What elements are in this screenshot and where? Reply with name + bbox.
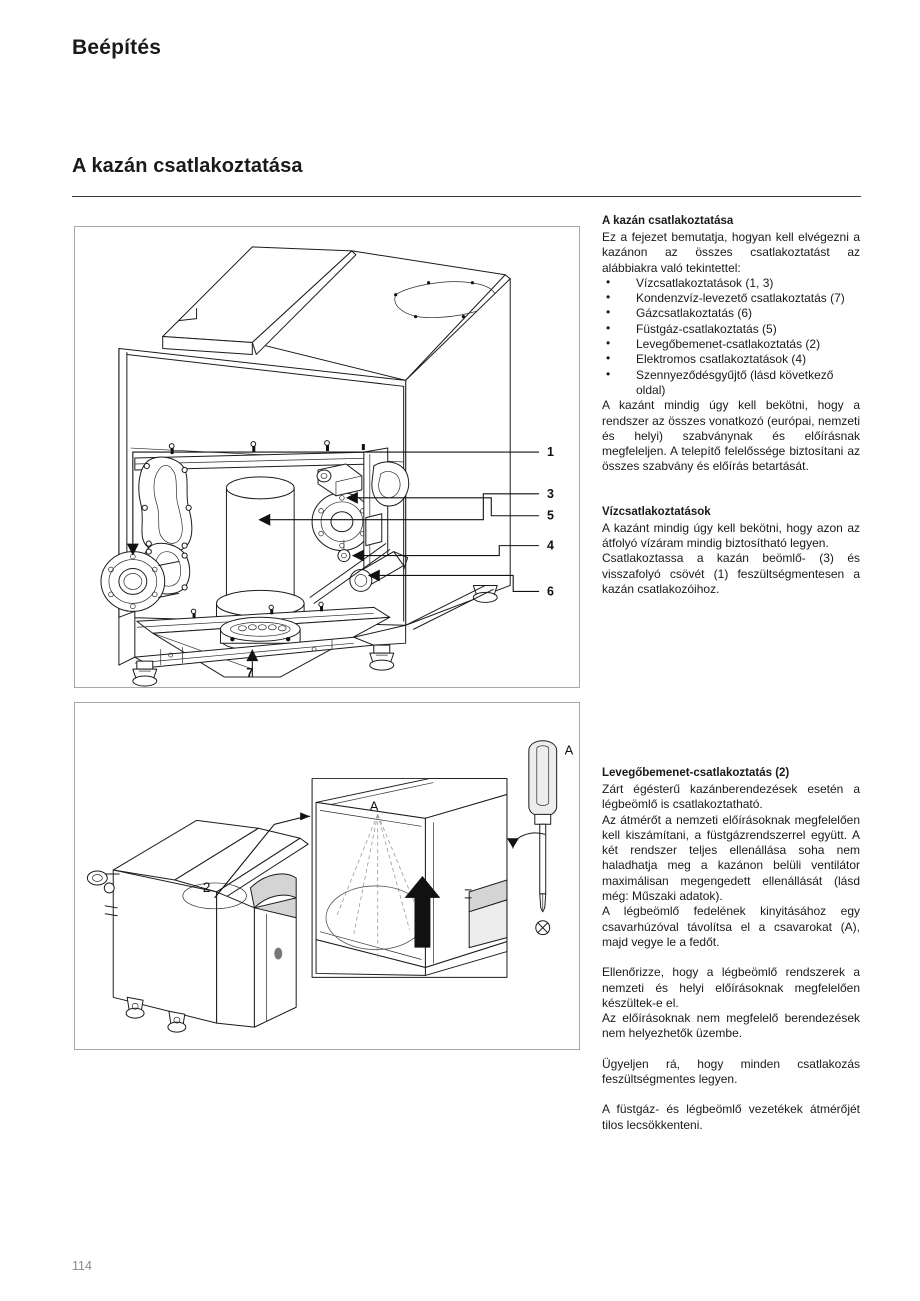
block-heading-water: Vízcsatlakoztatások: [602, 505, 711, 518]
callout-label-3: 3: [547, 487, 554, 501]
figure-boiler-connections: 1 3 5 4 6 7: [74, 226, 580, 688]
block-outro-connection: A kazánt mindig úgy kell bekötni, hogy a…: [602, 398, 860, 474]
list-item: Levegőbemenet-csatlakoztatás (2): [602, 336, 860, 352]
side-fittings: [86, 870, 120, 917]
connection-bullet-list: Vízcsatlakoztatások (1, 3) Kondenzvíz-le…: [602, 275, 860, 399]
lift-arrow: [404, 876, 441, 948]
text-block-air-inlet: Levegőbemenet-csatlakoztatás (2) Zárt ég…: [602, 766, 860, 1133]
block-heading-air-inlet: Levegőbemenet-csatlakoztatás (2): [602, 767, 790, 779]
chapter-title: Beépítés: [72, 36, 162, 59]
boiler-perspective-view: [86, 819, 309, 1033]
list-item: Kondenzvíz-levezető csatlakoztatás (7): [602, 290, 860, 306]
block-heading-connection: A kazán csatlakoztatása: [602, 215, 734, 227]
text-column-upper: A kazán csatlakoztatása Ez a fejezet bem…: [602, 214, 860, 597]
page-title: A kazán csatlakoztatása: [72, 155, 303, 177]
castor-front: [125, 996, 145, 1019]
boiler-internal-assembly: [100, 440, 498, 687]
central-cylinder: [215, 476, 305, 633]
callout-leaders: [132, 451, 540, 678]
text-column-lower: Levegőbemenet-csatlakoztatás (2) Zárt ég…: [602, 766, 860, 1133]
list-item: Vízcsatlakoztatások (1, 3): [602, 275, 860, 291]
callout-label-6: 6: [547, 584, 554, 598]
adjustable-foot-right: [369, 644, 395, 671]
air-inlet-detail-drawing: 2: [86, 740, 574, 1033]
gas-flue-assembly: [309, 447, 410, 604]
list-item: Elektromos csatlakoztatások (4): [602, 351, 860, 367]
adjustable-foot-left: [132, 660, 158, 687]
boiler-cutaway-drawing: 1 3 5 4 6 7: [100, 246, 554, 687]
page-number: 114: [72, 1259, 92, 1273]
list-item: Gázcsatlakoztatás (6): [602, 305, 860, 321]
air-para-3: A légbeömlő fedelének kinyitásához egy c…: [602, 904, 860, 949]
air-para-7: A füstgáz- és légbeömlő vezetékek átmérő…: [602, 1102, 860, 1132]
callout-label-2: 2: [203, 879, 211, 895]
callout-label-5: 5: [547, 509, 554, 523]
callout-label-7: 7: [246, 666, 253, 680]
water-para-1: A kazánt mindig úgy kell bekötni, hogy a…: [602, 520, 860, 551]
air-para-1: Zárt égésterű kazánberendezések esetén a…: [602, 782, 860, 812]
callout-label-4: 4: [547, 539, 554, 553]
castor-rear: [167, 1010, 187, 1033]
screw-head-icon: [535, 920, 551, 936]
detail-inset: A: [311, 778, 508, 978]
screwdriver-label-a: A: [565, 743, 574, 758]
text-block-water: Vízcsatlakoztatások A kazánt mindig úgy …: [602, 505, 860, 597]
figure-air-inlet-detail: 2: [74, 702, 580, 1050]
inset-label-a: A: [370, 798, 379, 813]
text-block-connection: A kazán csatlakoztatása Ez a fejezet bem…: [602, 214, 860, 475]
air-para-2: Az átmérőt a nemzeti előírásoknak megfel…: [602, 812, 860, 904]
air-para-4: Ellenőrizze, hogy a légbeömlő rendszerek…: [602, 965, 860, 1010]
callout-label-1: 1: [547, 445, 554, 459]
screwdriver-symbol: A: [506, 740, 574, 936]
callout-arrowheads: [126, 491, 380, 662]
water-para-2: Csatlakoztassa a kazán beömlő- (3) és vi…: [602, 551, 860, 596]
air-para-5: Az előírásoknak nem megfelelő berendezés…: [602, 1011, 860, 1041]
list-item: Szennyeződésgyűjtő (lásd következő oldal…: [602, 367, 860, 399]
flange-return: [100, 551, 180, 612]
title-divider: [72, 196, 861, 197]
air-para-6: Ügyeljen rá, hogy minden csatlakozás fes…: [602, 1056, 860, 1087]
block-intro-connection: Ez a fejezet bemutatja, hogyan kell elvé…: [602, 230, 860, 275]
list-item: Füstgáz-csatlakoztatás (5): [602, 321, 860, 337]
